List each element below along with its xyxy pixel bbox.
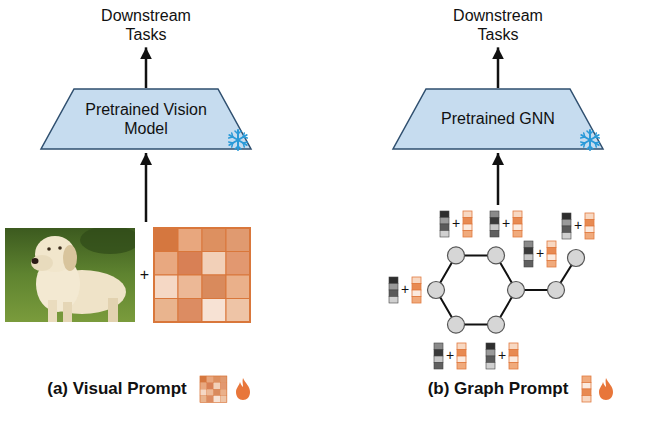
node-feature (562, 213, 571, 239)
panel-caption: (b) Graph Prompt (428, 380, 569, 399)
node-feature (389, 277, 398, 303)
model-trapezoid: Pretrained Vision Model (40, 88, 252, 150)
model-name: Pretrained GNN (428, 109, 568, 128)
output-arrow (497, 47, 500, 88)
graph-vertex (448, 316, 465, 333)
model-trapezoid: Pretrained GNN (392, 88, 604, 150)
dog-leg (108, 298, 118, 322)
dog-muzzle (31, 255, 53, 271)
plus-sign: + (452, 216, 460, 231)
input-arrow (497, 153, 500, 205)
graph-prompt-vector (412, 277, 421, 303)
graph-vertex (548, 282, 565, 299)
plus-sign: + (498, 348, 506, 363)
graph-vertex (428, 282, 445, 299)
graph-prompt-vector (463, 211, 472, 237)
node-feature (440, 211, 449, 237)
dog-ear (63, 245, 77, 271)
frozen-snowflake (580, 130, 600, 150)
plus-sign: + (140, 266, 149, 284)
trainable-flame (236, 378, 250, 400)
output-arrow (145, 47, 148, 88)
graph-prompt-vector (509, 343, 518, 369)
dog-leg (48, 300, 57, 322)
graph-edge (436, 255, 516, 324)
text-wrap: Pretrained Vision Model (76, 100, 216, 138)
node-feature (486, 343, 495, 369)
plus-sign: + (536, 246, 544, 261)
molecule-graph (428, 247, 585, 333)
trapezoid-outline (40, 88, 252, 150)
dog-eye (58, 246, 62, 250)
visual-prompt-grid (154, 228, 250, 322)
graph-vertex (488, 316, 505, 333)
graph-vertex (568, 250, 585, 267)
trapezoid-shape (41, 89, 251, 149)
graph-prompt-vector (457, 343, 466, 369)
node-feature (490, 211, 499, 237)
trapezoid-shape (393, 89, 603, 149)
plus-sign: + (574, 218, 582, 233)
plus-sign: + (401, 282, 409, 297)
graph-prompt-vector (547, 241, 556, 267)
graph-prompt-icon (582, 376, 591, 402)
model-name: Pretrained Vision Model (76, 100, 216, 138)
trainable-flame (599, 378, 613, 400)
visual-prompt-icon (200, 376, 227, 402)
output-node: Downstream Tasks (438, 6, 558, 44)
text-wrap: Pretrained GNN (428, 109, 568, 128)
graph-prompt-vector (585, 213, 594, 239)
grass-shadow (80, 228, 135, 254)
input-arrow (145, 153, 148, 222)
node-feature (434, 343, 443, 369)
frozen-snowflake (228, 130, 248, 150)
dog-leg (63, 302, 72, 322)
output-name: Downstream Tasks (86, 6, 206, 44)
dog-eye (47, 247, 51, 251)
graph-prompt-vector (513, 211, 522, 237)
graph-vertex (448, 247, 465, 264)
dog-photo (5, 228, 135, 322)
output-node: Downstream Tasks (86, 6, 206, 44)
graph-vertex (488, 247, 505, 264)
graph-vertex (508, 282, 525, 299)
dog-nose (32, 258, 39, 264)
plus-sign: + (502, 216, 510, 231)
plus-sign: + (446, 348, 454, 363)
output-name: Downstream Tasks (438, 6, 558, 44)
panel-caption: (a) Visual Prompt (47, 380, 187, 399)
node-feature (524, 241, 533, 267)
